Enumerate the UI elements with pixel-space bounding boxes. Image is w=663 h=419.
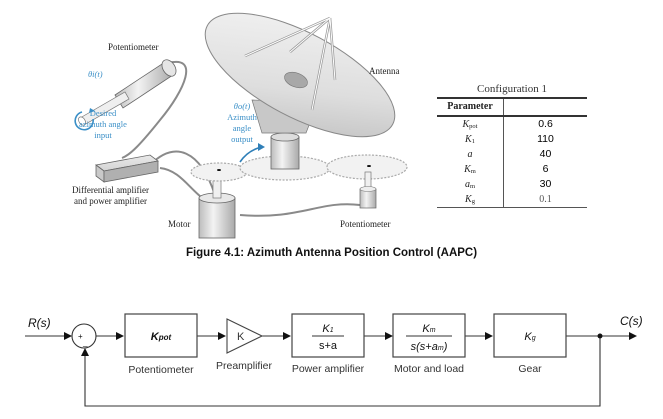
table-rule	[437, 97, 587, 99]
block-motor-load: Km s(s+am) Motor and load	[392, 313, 466, 375]
param-symbol-main: K	[465, 194, 472, 205]
feedback-line	[81, 336, 601, 407]
param-symbol-main: K	[464, 164, 471, 175]
label-desired-input: Desired azimuth angle input	[79, 108, 127, 140]
param-value: 40	[539, 148, 552, 160]
block-potentiometer: Kpot Potentiometer	[124, 313, 198, 376]
param-symbol: Kpot	[437, 117, 504, 132]
table-rule	[437, 115, 587, 117]
block-diagram: + _ Kpot Potentiometer K Preamplifier K1…	[25, 313, 643, 407]
param-value: 30	[539, 178, 552, 190]
label-gear: Gear	[518, 363, 542, 375]
label-potentiometer: Potentiometer	[128, 364, 194, 376]
output-signal-label: C(s)	[620, 314, 643, 328]
param-symbol: K1	[437, 132, 504, 147]
block-preamplifier: K Preamplifier	[216, 318, 273, 372]
amplifier-box	[95, 154, 159, 183]
summing-junction: + _	[71, 323, 97, 349]
param-symbol-subscript: m	[469, 183, 476, 190]
table-row: am 30	[437, 177, 587, 192]
param-symbol: Kg	[437, 192, 504, 207]
summer-minus: _	[82, 338, 88, 347]
param-symbol: am	[437, 177, 504, 192]
input-signal-label: R(s)	[28, 316, 51, 330]
table-row: Kpot 0.6	[437, 117, 587, 132]
param-symbol-main: K	[465, 134, 472, 145]
label-preamplifier: Preamplifier	[216, 360, 273, 372]
motor	[198, 179, 236, 239]
param-value: 0.6	[538, 118, 553, 130]
header-value	[504, 99, 587, 115]
label-theta-o: θo(t)	[233, 101, 251, 111]
antenna-system-illustration	[74, 12, 408, 239]
label-theta-i: θi(t)	[88, 69, 103, 79]
tf-kpot-K: K	[151, 331, 160, 343]
figure-caption: Figure 4.1: Azimuth Antenna Position Con…	[185, 247, 478, 259]
label-potentiometer-bottom: Potentiometer	[340, 219, 391, 229]
table-rule	[437, 207, 587, 208]
table-row: Kg 0.1	[437, 192, 587, 207]
param-value: 0.1	[539, 194, 552, 205]
svg-text:Kpot: Kpot	[151, 331, 172, 343]
param-symbol-subscript: m	[470, 168, 476, 175]
input-potentiometer	[74, 59, 177, 131]
svg-text:Kg: Kg	[524, 331, 535, 343]
param-symbol: Km	[437, 162, 504, 177]
label-power-amplifier: Power amplifier	[292, 363, 365, 375]
param-value: 6	[542, 163, 549, 175]
header-parameter: Parameter	[437, 99, 504, 115]
preamp-gain: K	[237, 331, 245, 343]
param-symbol-subscript: 1	[471, 138, 475, 145]
label-azimuth-output: Azimuth angle output	[227, 112, 257, 144]
param-symbol-main: a	[464, 179, 470, 190]
label-motor: Motor	[168, 219, 191, 229]
table-header-row: Parameter	[437, 99, 587, 115]
param-symbol-subscript: g	[471, 198, 475, 205]
label-antenna: Antenna	[369, 66, 400, 76]
tf-power-den: s+a	[319, 340, 338, 352]
param-symbol: a	[437, 147, 504, 162]
block-gear: Kg Gear	[493, 313, 567, 375]
label-amplifier: Differential amplifier and power amplifi…	[72, 185, 150, 206]
param-symbol-main: a	[467, 149, 473, 160]
svg-text:K1: K1	[322, 323, 333, 335]
param-symbol-subscript: pot	[469, 123, 478, 130]
wires	[121, 60, 361, 217]
table-row: K1 110	[437, 132, 587, 147]
table-row: Km 6	[437, 162, 587, 177]
label-motor-load: Motor and load	[394, 363, 464, 375]
pickoff-point	[597, 333, 603, 339]
table-row: a 40	[437, 147, 587, 162]
param-symbol-main: K	[462, 119, 470, 130]
table-title: Configuration 1	[477, 83, 547, 95]
label-potentiometer-top: Potentiometer	[108, 42, 159, 52]
summer-plus: +	[78, 332, 83, 341]
param-value: 110	[537, 133, 554, 145]
block-power-amplifier: K1 s+a Power amplifier	[291, 313, 365, 375]
output-potentiometer	[359, 171, 377, 209]
antenna-dish	[204, 12, 396, 138]
